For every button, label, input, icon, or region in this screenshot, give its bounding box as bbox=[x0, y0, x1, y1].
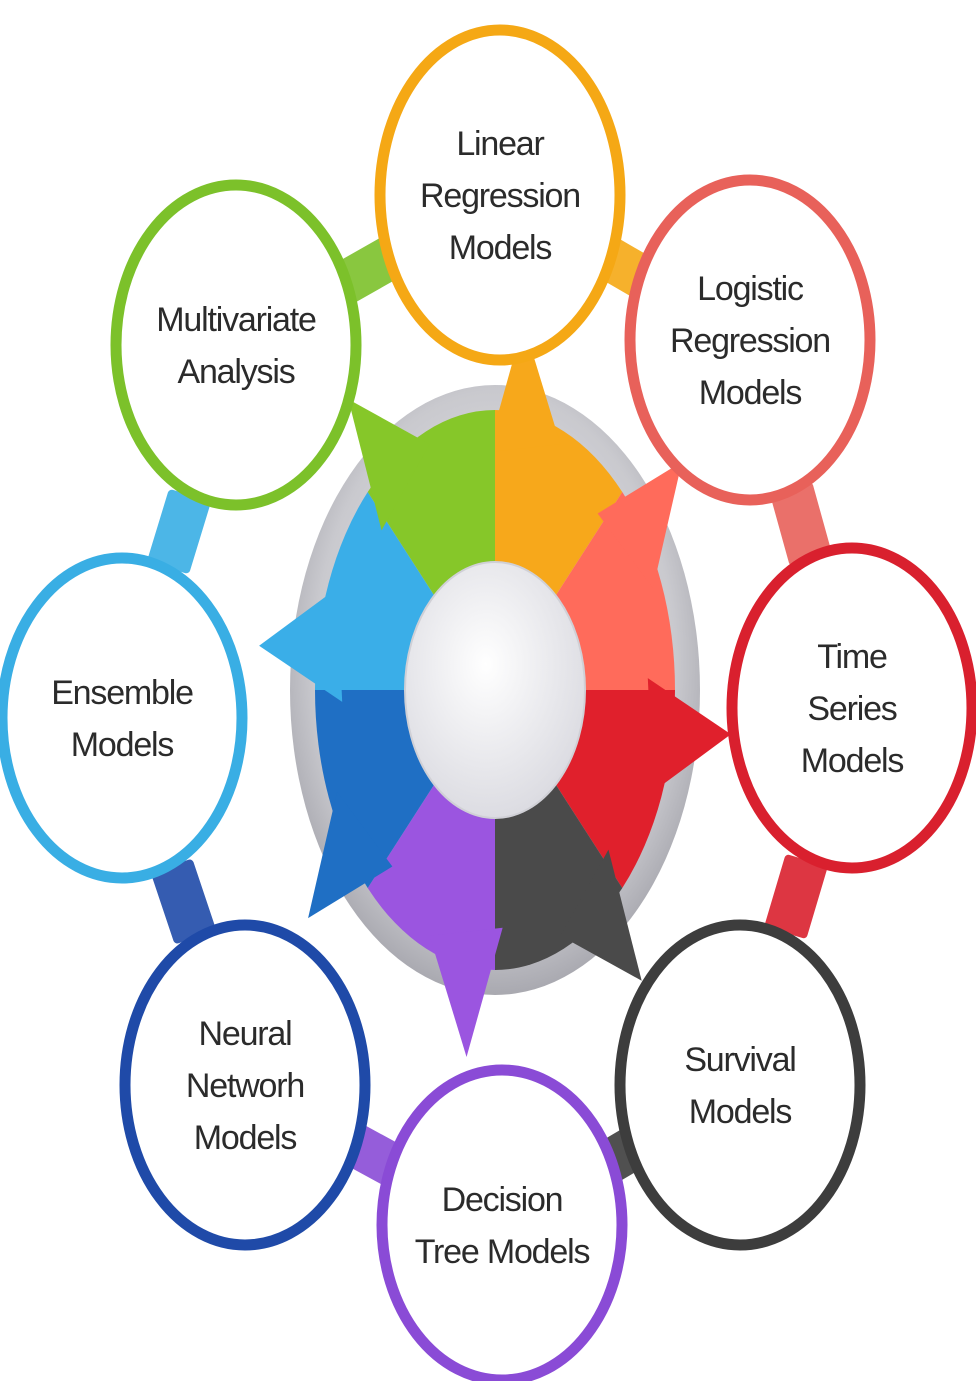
model-label-line: Regression bbox=[670, 322, 830, 360]
model-ring bbox=[110, 179, 362, 511]
model-ring bbox=[0, 552, 248, 884]
model-label-line: Series bbox=[807, 690, 896, 728]
center-wheel bbox=[259, 323, 731, 1057]
model-ring bbox=[726, 542, 976, 874]
model-ring bbox=[624, 174, 876, 506]
wheel-arrow bbox=[259, 588, 343, 702]
wheel-arrow bbox=[560, 849, 642, 981]
wheel-arrow bbox=[647, 678, 731, 792]
model-label-line: Networh bbox=[186, 1067, 304, 1105]
model-label-line: Multivariate bbox=[156, 301, 316, 339]
model-ring bbox=[119, 919, 371, 1251]
wheel-arrow bbox=[348, 399, 430, 531]
model-label-line: Ensemble bbox=[51, 674, 193, 712]
model-label-line: Models bbox=[689, 1093, 792, 1131]
model-label-line: Linear bbox=[456, 125, 544, 163]
model-label-line: Tree Models bbox=[415, 1233, 590, 1271]
model-ring bbox=[614, 919, 866, 1251]
model-label-line: Analysis bbox=[177, 353, 294, 391]
wheel-arrow bbox=[429, 927, 503, 1057]
model-label-line: Time bbox=[817, 638, 887, 676]
model-ring bbox=[376, 1064, 628, 1381]
model-label-line: Neural bbox=[199, 1015, 292, 1053]
model-label-line: Models bbox=[71, 726, 174, 764]
wheel-arrow bbox=[597, 461, 682, 589]
ring-connector bbox=[770, 482, 832, 566]
model-label-line: Survival bbox=[684, 1041, 795, 1079]
model-label-line: Regression bbox=[420, 177, 580, 215]
model-ring bbox=[374, 24, 626, 366]
wheel-hub bbox=[404, 561, 586, 819]
model-label-line: Models bbox=[449, 229, 552, 267]
model-label-line: Models bbox=[194, 1119, 297, 1157]
wheel-arrow bbox=[308, 791, 393, 919]
ring-connector bbox=[147, 489, 211, 574]
model-label-line: Decision bbox=[442, 1181, 563, 1219]
ring-connector bbox=[765, 854, 827, 939]
model-label-line: Logistic bbox=[697, 270, 804, 308]
model-label-line: Models bbox=[801, 742, 904, 780]
wheel-arrow bbox=[487, 323, 561, 453]
model-rings-layer: LinearRegressionModelsLogisticRegression… bbox=[0, 24, 976, 1381]
ring-connector bbox=[151, 859, 216, 944]
model-label-line: Models bbox=[699, 374, 802, 412]
